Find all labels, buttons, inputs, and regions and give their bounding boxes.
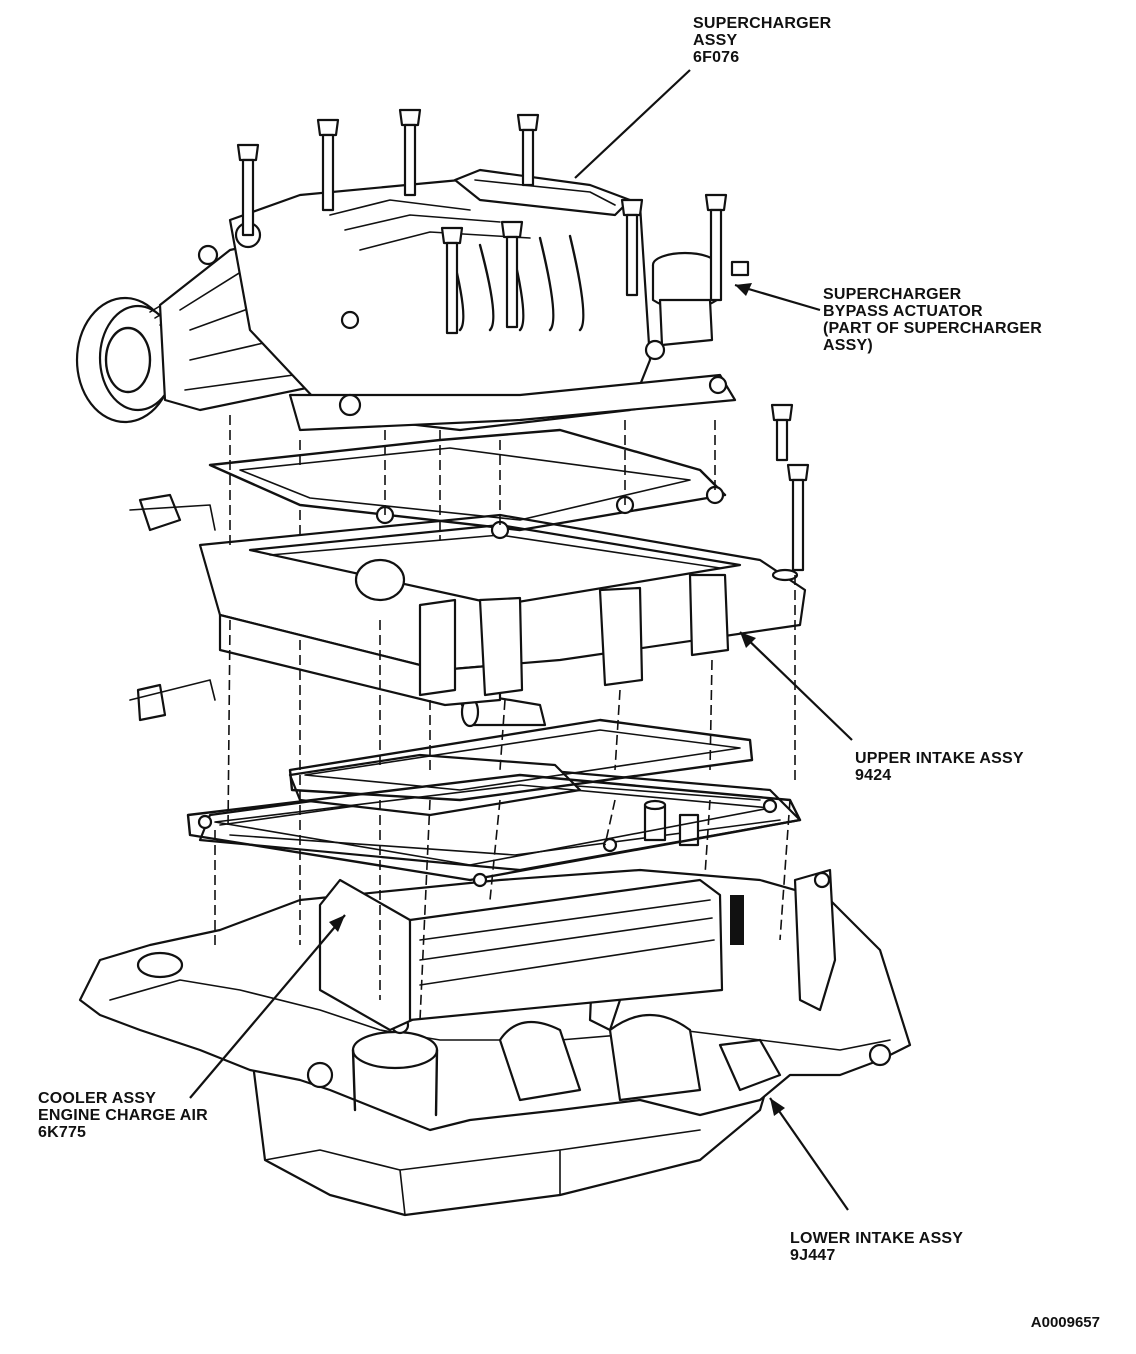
bolt: [398, 108, 422, 197]
leader-cooler: [189, 914, 346, 1099]
upper-intake-assembly: [129, 493, 807, 722]
leader-upper-intake: [739, 631, 853, 741]
supercharger-pulley: [75, 296, 186, 424]
bypass-actuator: [644, 251, 750, 361]
callout-line: 9424: [855, 767, 892, 784]
bolt: [236, 143, 260, 237]
bolt: [770, 403, 794, 462]
callout-line: 9J447: [790, 1247, 836, 1264]
callout-line: BYPASS ACTUATOR: [823, 303, 983, 320]
bolt: [440, 226, 464, 335]
bolt: [500, 220, 524, 329]
callout-line: SUPERCHARGER: [823, 286, 962, 303]
callout-line: (PART OF SUPERCHARGER: [823, 320, 1043, 337]
callout-line: ENGINE CHARGE AIR: [38, 1107, 208, 1124]
callout-line: LOWER INTAKE ASSY: [790, 1230, 964, 1247]
leader-bypass-actuator: [734, 283, 821, 312]
alignment-lines: [214, 415, 796, 1021]
figure-id: A0009657: [1030, 1314, 1100, 1331]
callout-lower-intake-assy: LOWER INTAKE ASSY 9J447: [790, 1230, 963, 1264]
callout-upper-intake-assy: UPPER INTAKE ASSY 9424: [855, 750, 1024, 784]
callout-line: UPPER INTAKE ASSY: [855, 750, 1024, 767]
callout-line: COOLER ASSY: [38, 1090, 157, 1107]
leader-lower-intake: [769, 1097, 849, 1211]
callout-bypass-actuator: SUPERCHARGER BYPASS ACTUATOR (PART OF SU…: [823, 286, 1042, 354]
callout-line: 6K775: [38, 1124, 87, 1141]
mounting-bolts: [236, 108, 810, 582]
bolt: [620, 198, 644, 297]
bolt: [516, 113, 540, 187]
callout-line: 6F076: [693, 49, 740, 66]
bolt: [786, 463, 810, 572]
bolt: [316, 118, 340, 212]
callout-line: ASSY): [823, 337, 873, 354]
callout-line: SUPERCHARGER: [693, 15, 832, 32]
callout-supercharger-assy: SUPERCHARGER ASSY 6F076: [693, 15, 831, 66]
bolt: [704, 193, 728, 302]
supercharger-assembly: [75, 168, 750, 432]
callout-cooler-assy: COOLER ASSY ENGINE CHARGE AIR 6K775: [38, 1090, 208, 1141]
leader-lines: [189, 69, 853, 1211]
leader-supercharger: [574, 69, 691, 179]
callout-line: ASSY: [693, 32, 738, 49]
